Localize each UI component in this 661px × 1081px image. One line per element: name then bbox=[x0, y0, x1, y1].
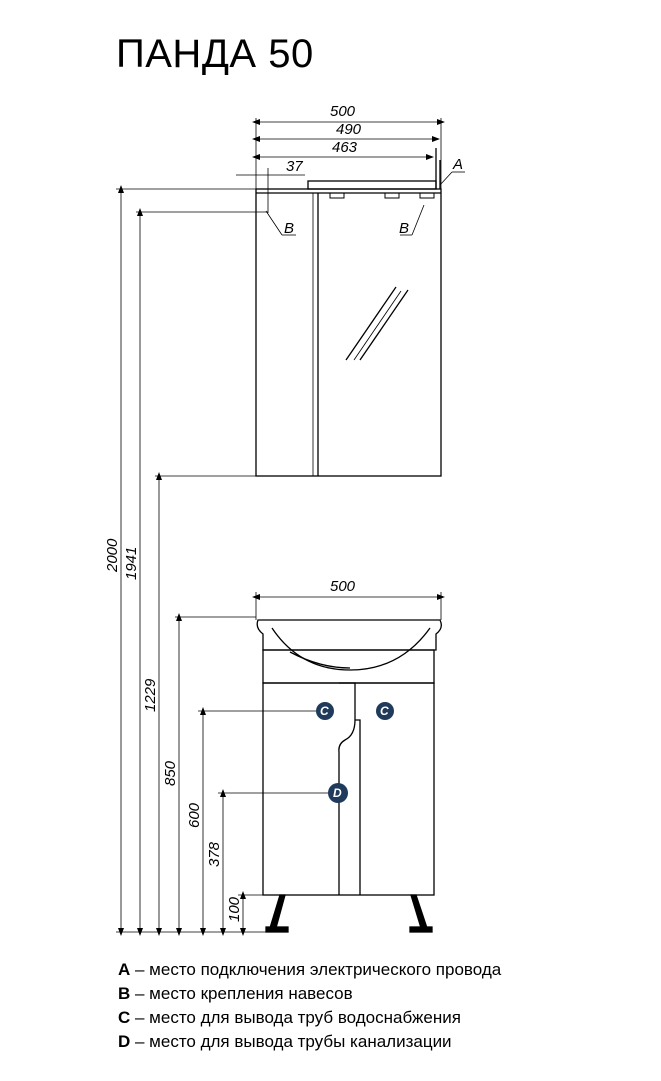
legend: A – место подключения электрического про… bbox=[118, 958, 501, 1054]
dim-water-height: 600 bbox=[186, 802, 203, 828]
dim-basin-width: 500 bbox=[330, 578, 356, 595]
marker-d-label: D bbox=[333, 786, 342, 800]
legend-item-b: B – место крепления навесов bbox=[118, 984, 353, 1003]
vanity-cabinet bbox=[256, 619, 442, 933]
marker-c-label-left: C bbox=[320, 704, 329, 718]
legend-item-a: A – место подключения электрического про… bbox=[118, 960, 502, 979]
dim-basin-height: 850 bbox=[162, 760, 179, 786]
legend-item-d: D – место для вывода трубы канализации bbox=[118, 1032, 452, 1051]
marker-b-label-right: B bbox=[399, 220, 409, 237]
dim-drain-height: 378 bbox=[206, 841, 223, 867]
dim-mirror-width-inner: 490 bbox=[336, 121, 362, 138]
marker-c-water bbox=[316, 702, 394, 720]
dim-total-height: 2000 bbox=[104, 538, 121, 573]
dim-mirror-top: 1941 bbox=[123, 547, 140, 580]
mirror-cabinet bbox=[255, 148, 442, 477]
dim-mirror-width-mount: 463 bbox=[332, 139, 358, 156]
dim-mirror-width: 500 bbox=[330, 103, 356, 120]
height-dimensions bbox=[116, 185, 328, 936]
dim-leg-height: 100 bbox=[226, 896, 243, 922]
legend-item-c: C – место для вывода труб водоснабжения bbox=[118, 1008, 461, 1027]
dim-mirror-offset: 37 bbox=[286, 158, 303, 175]
marker-d-drain bbox=[328, 783, 348, 803]
mirror-width-dimensions bbox=[236, 118, 445, 213]
marker-a-label: A bbox=[452, 156, 463, 173]
marker-c-label-right: C bbox=[380, 704, 389, 718]
basin-width-dimension bbox=[252, 592, 445, 620]
dim-mirror-bottom: 1229 bbox=[142, 678, 159, 712]
marker-a-leader bbox=[439, 171, 465, 186]
marker-b-label-left: B bbox=[284, 220, 294, 237]
page-title: ПАНДА 50 bbox=[116, 32, 314, 76]
marker-b-leaders bbox=[265, 204, 425, 236]
